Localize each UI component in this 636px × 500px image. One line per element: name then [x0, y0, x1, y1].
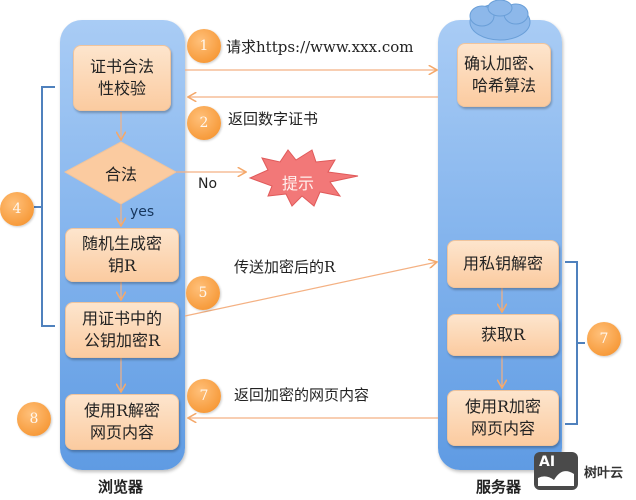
box-private-decrypt: 用私钥解密	[447, 240, 559, 288]
bracket-step4	[34, 86, 55, 327]
yes-label: yes	[130, 204, 155, 220]
step-circle-1: 1	[187, 29, 221, 63]
bracket-step7	[565, 261, 585, 425]
mountain-icon	[538, 471, 574, 486]
box-decrypt-page: 使用R解密 网页内容	[65, 394, 179, 450]
step-circle-7-right: 7	[587, 322, 621, 356]
cloud-icon	[469, 0, 531, 41]
box-generate-key: 随机生成密 钥R	[65, 228, 179, 282]
box-confirm-algo: 确认加密、 哈希算法	[457, 43, 551, 107]
watermark-text: 树叶云	[584, 466, 624, 481]
alert-label: 提示	[282, 174, 315, 193]
box-get-r: 获取R	[447, 314, 559, 356]
box-encrypt-page: 使用R加密 网页内容	[447, 390, 559, 446]
step-circle-4: 4	[0, 192, 34, 226]
browser-title: 浏览器	[98, 478, 144, 496]
server-title: 服务器	[476, 478, 522, 496]
box-cert-verify: 证书合法 性校验	[73, 45, 171, 111]
step-label-5: 传送加密后的R	[234, 258, 336, 276]
step-circle-5: 5	[186, 276, 220, 310]
no-label: No	[198, 176, 218, 192]
step-label-1: 请求https://www.xxx.com	[226, 38, 414, 56]
step-circle-7-left: 7	[187, 379, 221, 413]
alert-star	[248, 149, 359, 207]
step-circle-8: 8	[17, 402, 51, 436]
box-encrypt-r: 用证书中的 公钥加密R	[65, 302, 179, 358]
step-label-7: 返回加密的网页内容	[234, 386, 370, 404]
watermark-logo: AI	[534, 452, 578, 490]
step-label-2: 返回数字证书	[228, 110, 319, 128]
watermark-logo-text: AI	[539, 454, 556, 470]
decision-label: 合法	[105, 165, 138, 184]
step-circle-2: 2	[187, 106, 221, 140]
